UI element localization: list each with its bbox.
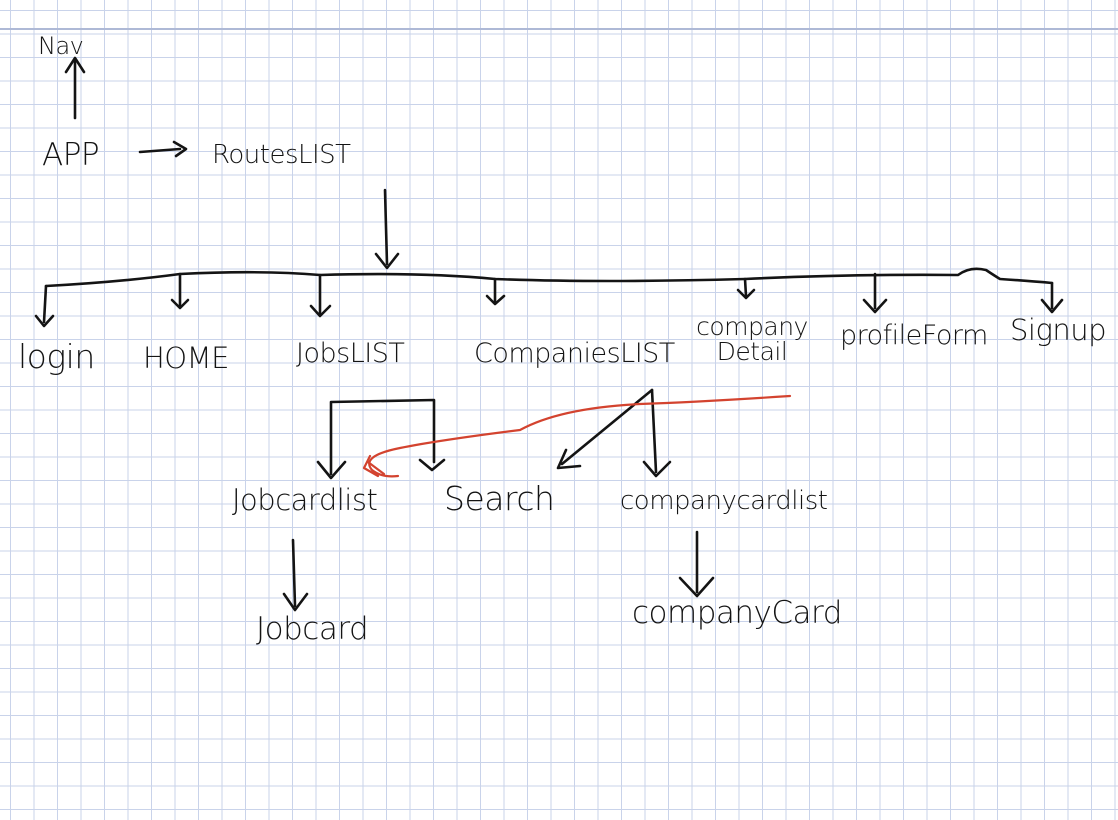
arrowhead-signup — [1040, 298, 1064, 314]
node-companies-list: CompaniesLIST — [474, 338, 675, 369]
arrow-companies-to-cardlist — [650, 388, 658, 474]
arrowhead-search-from-jobs — [418, 458, 446, 472]
arrowhead-nav — [64, 56, 86, 74]
arrow-companies-to-search — [560, 388, 654, 466]
node-nav: Nav — [38, 32, 84, 60]
node-job-card: Jobcard — [256, 611, 369, 647]
arrowhead-jobcard — [282, 592, 309, 612]
arrowhead-companycard — [678, 576, 715, 598]
arrowhead-profileform — [862, 298, 888, 314]
node-profile-form: profileForm — [840, 320, 988, 351]
arrowhead-companieslist — [485, 294, 506, 306]
node-company-detail: company Detail — [696, 312, 808, 366]
arrowhead-login — [34, 314, 55, 328]
node-login: login — [18, 337, 95, 376]
node-company-card-list: companycardlist — [620, 486, 828, 516]
arrowhead-companydetail — [736, 288, 756, 300]
arrowhead-home — [170, 298, 190, 310]
page-top-rule — [0, 28, 1118, 30]
node-home: HOME — [143, 341, 229, 375]
arrow-app-to-routes — [138, 147, 182, 154]
red-arrowhead-jobcardlist — [362, 454, 386, 478]
node-jobs-list: JobsLIST — [296, 338, 405, 369]
arrowhead-jobslist — [309, 304, 332, 318]
arrowhead-routes — [172, 140, 188, 158]
node-routes-list: RoutesLIST — [212, 140, 351, 170]
arrowhead-jobcardlist — [316, 460, 347, 480]
arrow-to-jobcard — [291, 538, 297, 608]
arrowhead-routes-down — [374, 252, 400, 270]
bracket-jobslist — [329, 398, 436, 476]
arrowhead-search — [556, 448, 582, 470]
arrow-routes-down — [383, 188, 389, 266]
drop-companydetail — [743, 277, 748, 298]
node-company-card: companyCard — [632, 595, 842, 631]
node-signup: Signup — [1010, 313, 1107, 347]
arrowhead-companycardlist — [642, 460, 672, 478]
red-arrow-companydetail-to-jobcardlist — [368, 394, 792, 478]
node-search: Search — [444, 479, 555, 518]
routes-bus — [44, 267, 1054, 288]
drop-login — [42, 284, 48, 324]
node-job-card-list: Jobcardlist — [232, 483, 378, 517]
node-app: APP — [42, 137, 100, 173]
